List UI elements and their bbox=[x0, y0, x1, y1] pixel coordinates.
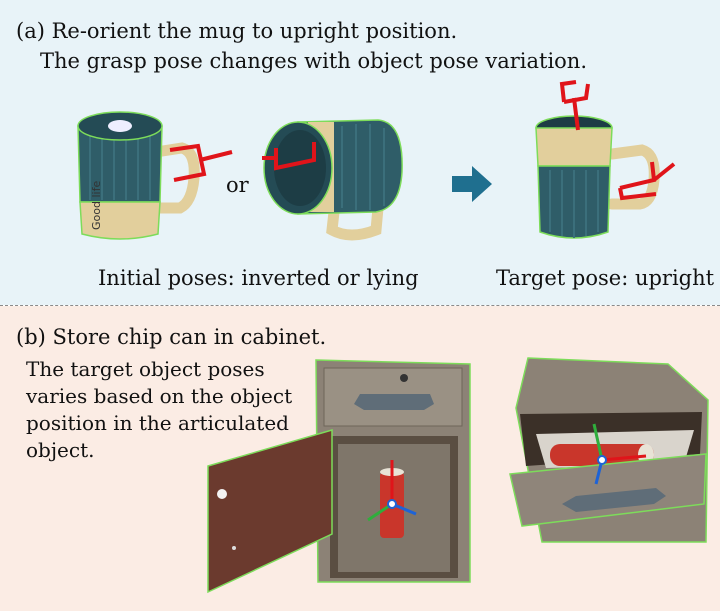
panel-b-description-line-4: object. bbox=[26, 438, 95, 462]
cabinet-open-drawer-image bbox=[509, 357, 709, 543]
panel-b-description-line-1: The target object poses bbox=[26, 357, 265, 381]
mug-text-1: Good life bbox=[90, 181, 103, 230]
initial-poses-caption: Initial poses: inverted or lying bbox=[98, 266, 419, 290]
mug-lying-image bbox=[262, 119, 403, 241]
panel-b-title: (b) Store chip can in cabinet. bbox=[16, 325, 327, 349]
panel-a-subtitle: The grasp pose changes with object pose … bbox=[40, 49, 588, 73]
or-label: or bbox=[226, 173, 249, 197]
panel-a-title: (a) Re-orient the mug to upright positio… bbox=[16, 19, 458, 43]
mug-inverted-image: Good life bbox=[77, 111, 233, 240]
target-pose-caption: Target pose: upright bbox=[496, 266, 715, 290]
section-divider bbox=[0, 305, 720, 306]
panel-b-description-line-3: position in the articulated bbox=[26, 411, 289, 435]
mug-upright-image bbox=[535, 80, 676, 239]
transition-arrow-icon bbox=[452, 166, 492, 202]
panel-b-description-line-2: varies based on the object bbox=[26, 384, 293, 408]
cabinet-open-door-image bbox=[207, 359, 471, 594]
